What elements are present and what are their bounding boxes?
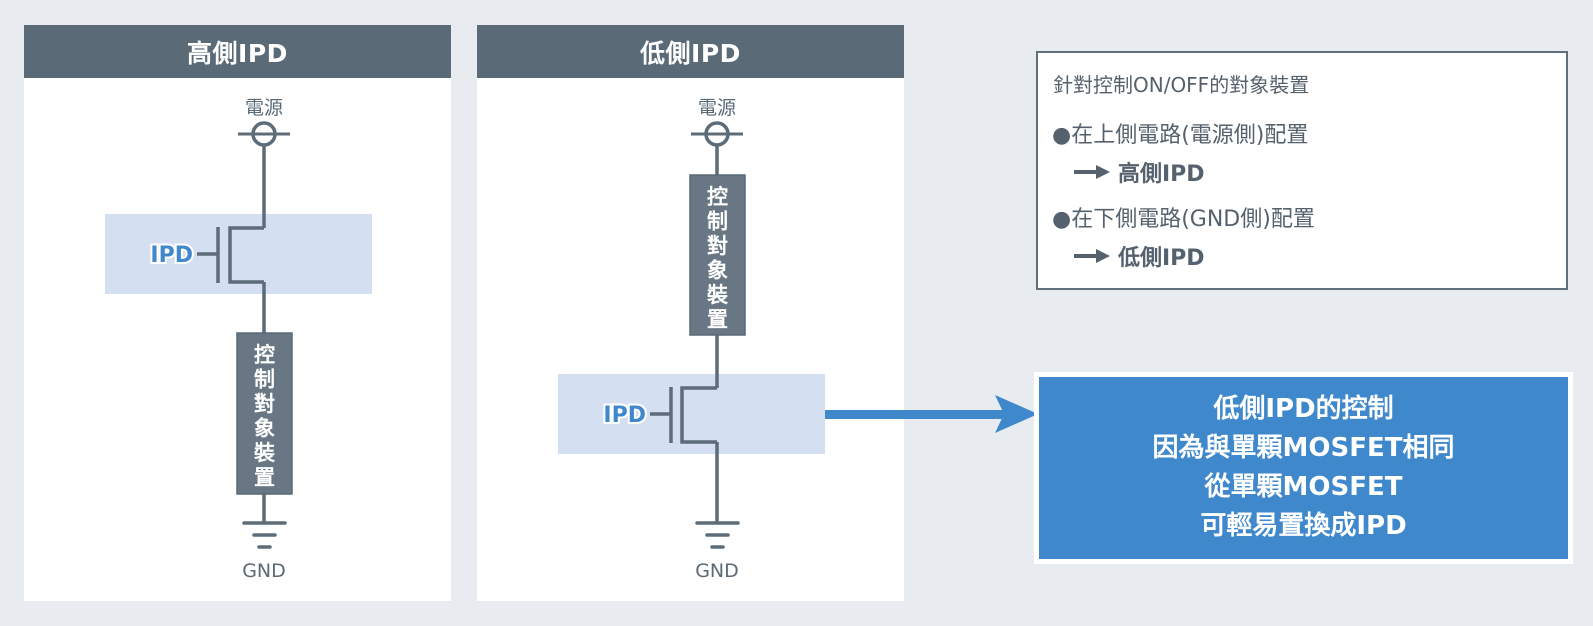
mosfet-symbol-icon <box>197 145 266 333</box>
info-result-high: 高側IPD <box>1074 156 1205 188</box>
ipd-label: IPD <box>603 403 646 428</box>
supply-label: 電源 <box>245 97 283 119</box>
low-side-panel: 低側IPD <box>477 25 904 601</box>
high-side-panel-title: 高側IPD <box>24 25 451 78</box>
bullet-icon: ● <box>1052 123 1072 148</box>
result-line: 低側IPD的控制 <box>1213 394 1394 424</box>
info-item-text: 在上側電路(電源側)配置 <box>1071 123 1309 148</box>
bullet-icon: ● <box>1052 207 1072 232</box>
result-line: 因為與單顆MOSFET相同 <box>1152 433 1455 463</box>
device-label-char: 控 <box>254 343 275 367</box>
controlled-device-box <box>236 332 293 495</box>
ground-label: GND <box>695 560 739 582</box>
device-label-char: 對 <box>707 234 728 258</box>
info-item-low: ●在下側電路(GND側)配置 <box>1052 201 1315 233</box>
device-label-char: 制 <box>254 368 275 392</box>
high-side-panel: 高側IPD <box>24 25 451 601</box>
device-label-char: 對 <box>254 392 275 416</box>
info-title: 針對控制ON/OFF的對象裝置 <box>1053 73 1310 97</box>
device-label-char: 裝 <box>253 441 276 465</box>
info-result-text: 高側IPD <box>1118 162 1205 187</box>
info-result-text: 低側IPD <box>1118 246 1205 271</box>
result-line: 可輕易置換成IPD <box>1200 511 1407 541</box>
arrow-right-icon <box>825 395 1038 433</box>
ipd-label: IPD <box>150 243 193 268</box>
ground-symbol-icon <box>695 521 740 549</box>
result-line: 從單顆MOSFET <box>1204 472 1403 502</box>
info-box: 針對控制ON/OFF的對象裝置 ●在上側電路(電源側)配置 高側IPD ●在下側… <box>1036 51 1568 290</box>
supply-label: 電源 <box>698 97 736 119</box>
ground-label: GND <box>242 560 286 582</box>
info-item-high: ●在上側電路(電源側)配置 <box>1052 117 1308 149</box>
device-label-char: 象 <box>707 259 728 283</box>
mosfet-symbol-icon <box>650 335 719 523</box>
power-supply-terminal-icon <box>238 121 290 147</box>
device-label-char: 制 <box>707 210 728 234</box>
info-item-text: 在下側電路(GND側)配置 <box>1071 207 1315 232</box>
arrow-right-icon <box>1074 165 1110 179</box>
device-label-char: 裝 <box>706 283 729 307</box>
ground-symbol-icon <box>242 492 287 549</box>
controlled-device-box <box>689 174 746 336</box>
device-label-char: 置 <box>254 466 275 490</box>
info-result-low: 低側IPD <box>1074 240 1205 272</box>
device-label-char: 象 <box>254 417 275 441</box>
device-label-char: 控 <box>707 185 728 209</box>
arrow-right-icon <box>1074 249 1110 263</box>
device-label-char: 置 <box>707 308 728 332</box>
low-side-panel-title: 低側IPD <box>477 25 904 78</box>
power-supply-terminal-icon <box>691 121 743 147</box>
result-box: 低側IPD的控制 因為與單顆MOSFET相同 從單顆MOSFET 可輕易置換成I… <box>1034 372 1573 564</box>
